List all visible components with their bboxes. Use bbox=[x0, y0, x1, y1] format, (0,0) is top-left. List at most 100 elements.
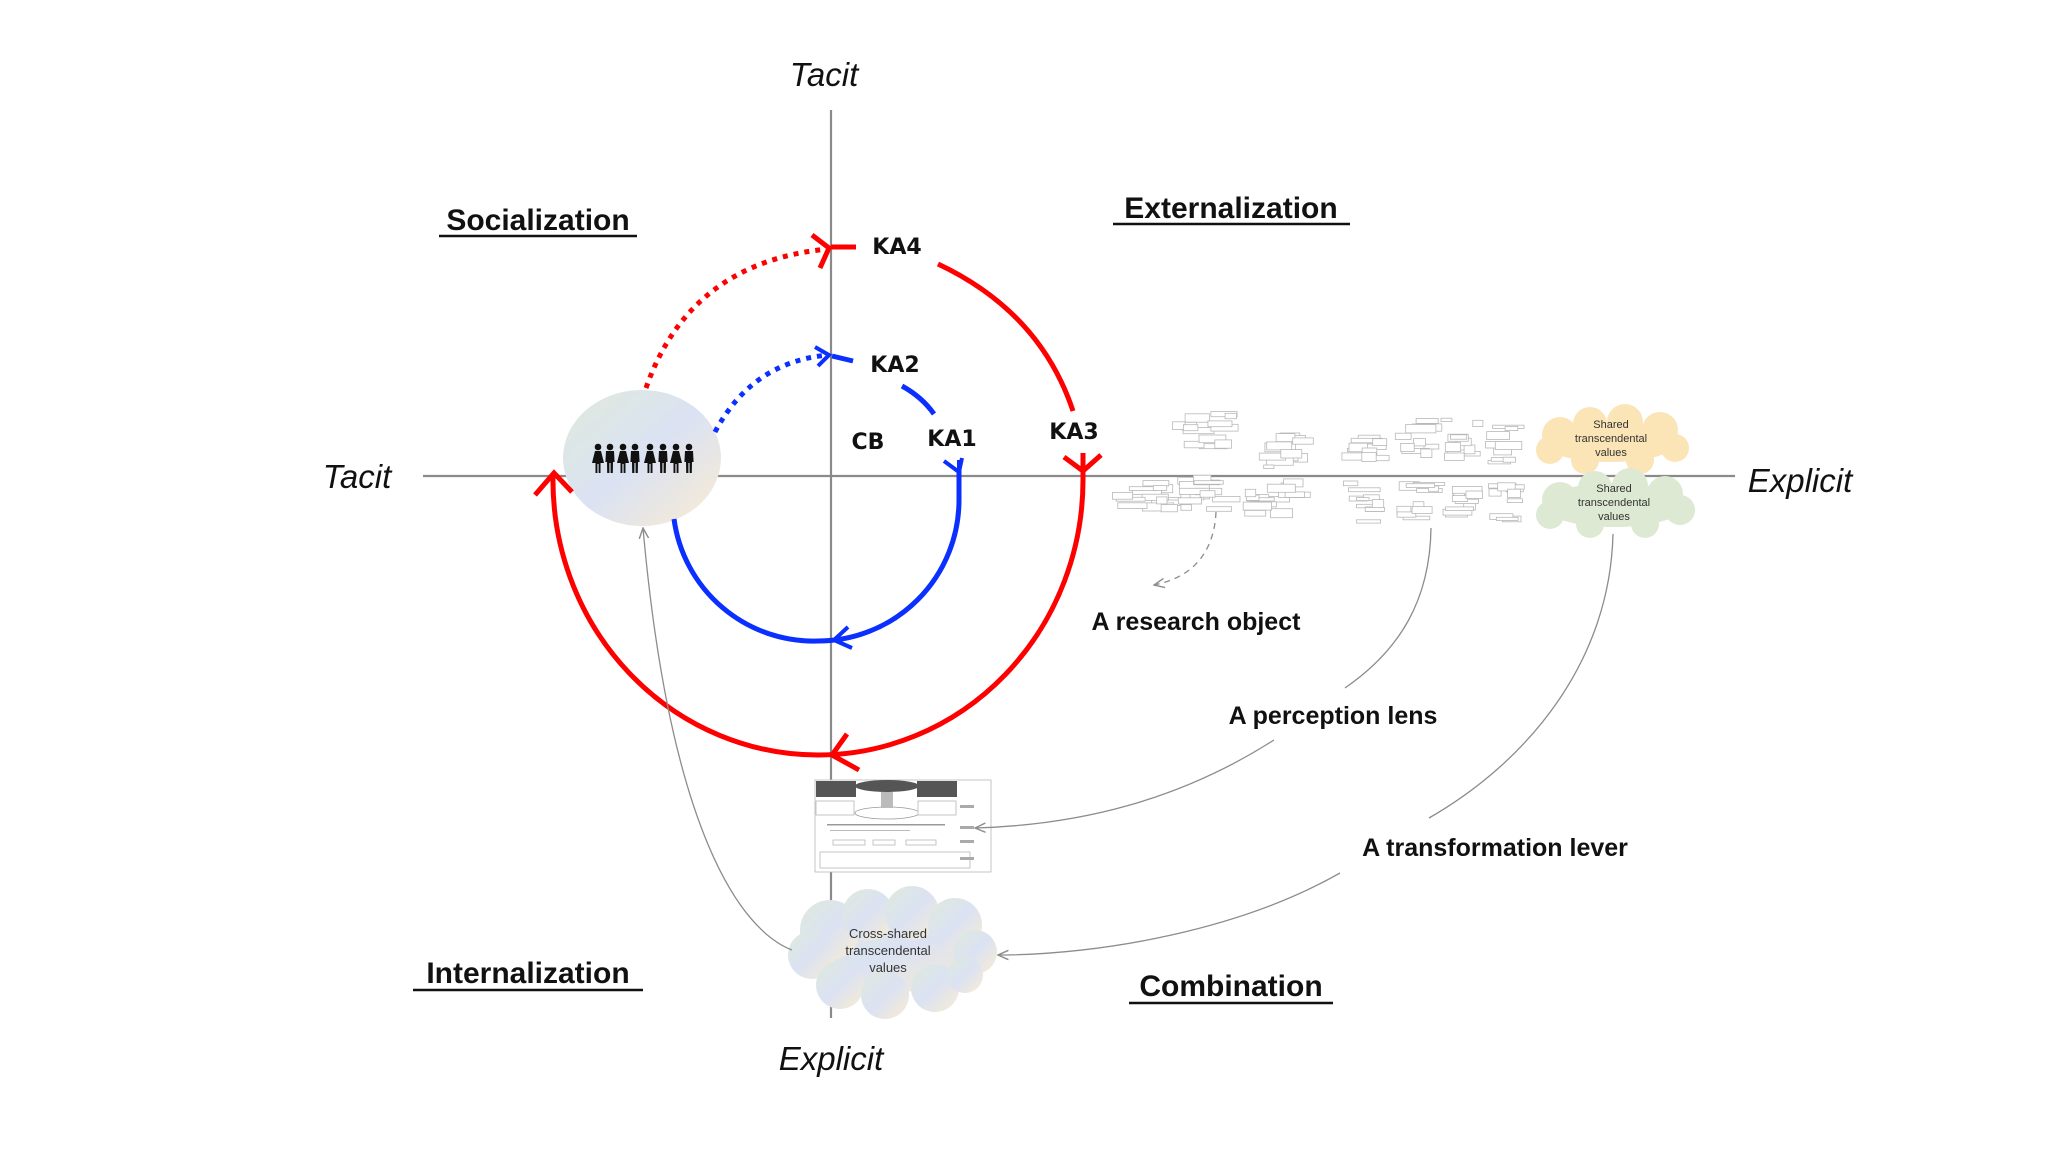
thumbnail-box bbox=[1371, 499, 1385, 509]
label-perception-lens: A perception lens bbox=[1229, 702, 1438, 730]
svg-text:Cross-shared: Cross-shared bbox=[849, 926, 927, 941]
thumbnail-box bbox=[1463, 444, 1476, 455]
thumbnail-box bbox=[1183, 424, 1199, 432]
thumbnail-box bbox=[1356, 497, 1370, 502]
axis-label-left: Tacit bbox=[323, 458, 393, 495]
thumbnail-box bbox=[1199, 490, 1216, 498]
thumbnail-box bbox=[1142, 480, 1170, 487]
thumbnail-box bbox=[1472, 419, 1484, 427]
thumbnail-box bbox=[1184, 413, 1210, 423]
svg-text:transcendental: transcendental bbox=[1578, 497, 1650, 509]
inner-cycle-arrowhead-bottom bbox=[830, 625, 853, 650]
thumbnail-box bbox=[1440, 417, 1453, 423]
label-cb: CB bbox=[852, 430, 885, 455]
thumbnail-box bbox=[1497, 482, 1516, 492]
thumbnail-box bbox=[1356, 519, 1381, 524]
thumbnail-box bbox=[1361, 452, 1377, 462]
svg-text:Combination: Combination bbox=[1139, 970, 1322, 1003]
thumbnail-box bbox=[1364, 507, 1385, 512]
svg-text:values: values bbox=[1598, 511, 1630, 523]
thumbnail-box bbox=[1348, 442, 1368, 453]
thumbnail-box bbox=[1420, 448, 1433, 459]
connector-research-object bbox=[1154, 511, 1217, 585]
outer-cycle-arrowhead-left bbox=[533, 469, 574, 497]
thumbnail-box bbox=[1450, 434, 1468, 440]
quadrant-combination: Combination bbox=[1129, 970, 1333, 1005]
thumbnail-box bbox=[1198, 434, 1227, 444]
thumbnail-box bbox=[1177, 497, 1203, 505]
thumbnail-box bbox=[1280, 449, 1303, 459]
inner-cycle bbox=[671, 345, 964, 650]
thumbnail-box bbox=[1214, 439, 1232, 449]
thumbnail-box bbox=[1405, 424, 1437, 434]
thumbnail-box bbox=[1415, 418, 1439, 424]
thumbnail-box bbox=[1444, 452, 1465, 461]
label-ka2: KA2 bbox=[870, 353, 919, 378]
thumbnail-box bbox=[1156, 496, 1168, 505]
thumbnail-box bbox=[1451, 495, 1469, 502]
shared-values-cloud-yellow: Shared transcendental values bbox=[1536, 404, 1689, 474]
thumbnail-box bbox=[1400, 442, 1415, 452]
outer-cycle-arrowhead-ka4 bbox=[810, 233, 833, 270]
axis-label-right: Explicit bbox=[1748, 462, 1854, 499]
thumbnail-box bbox=[1284, 491, 1305, 498]
inner-cycle-arrowhead-ka2 bbox=[814, 345, 833, 368]
label-ka1: KA1 bbox=[927, 427, 976, 452]
thumbnail-box bbox=[1224, 412, 1237, 420]
quadrant-internalization: Internalization bbox=[413, 957, 643, 992]
thumbnail-box bbox=[1348, 487, 1381, 493]
connector-perception-lens-lower bbox=[975, 739, 1275, 828]
outer-cycle-ka4-ka3-arc bbox=[936, 261, 1076, 412]
thumbnail-box bbox=[1183, 440, 1205, 449]
label-ka4: KA4 bbox=[872, 235, 921, 260]
thumbnail-box bbox=[1128, 486, 1158, 491]
thumbnail-box bbox=[1394, 432, 1412, 440]
axis-label-bottom: Explicit bbox=[779, 1040, 885, 1077]
research-object-thumbnails bbox=[1112, 411, 1314, 519]
thumbnail-box bbox=[1507, 488, 1521, 499]
connector-transformation-lever-lower bbox=[998, 872, 1341, 955]
thumbnail-box bbox=[1210, 411, 1238, 418]
thumbnail-box bbox=[1445, 506, 1474, 511]
shared-values-cloud-green: Shared transcendental values bbox=[1536, 468, 1695, 538]
thumbnail-box bbox=[1152, 485, 1168, 491]
svg-text:Shared: Shared bbox=[1593, 419, 1628, 431]
outer-cycle-arrowhead-bottom bbox=[828, 732, 861, 773]
community-node bbox=[563, 390, 721, 526]
thumbnail-box bbox=[1206, 506, 1232, 512]
thumbnail-box bbox=[1112, 491, 1134, 500]
thumbnail-box bbox=[1160, 504, 1178, 513]
svg-text:values: values bbox=[1595, 447, 1627, 459]
thumbnail-box bbox=[1292, 437, 1314, 445]
label-research-object: A research object bbox=[1092, 608, 1302, 636]
framework-thumbnail bbox=[814, 779, 992, 873]
svg-text:Shared: Shared bbox=[1596, 483, 1631, 495]
inner-cycle-ka2-tick bbox=[831, 353, 854, 364]
cross-shared-values-cloud: Cross-shared transcendental values bbox=[788, 886, 997, 1019]
community-ellipse bbox=[563, 390, 721, 526]
thumbnail-box bbox=[1244, 509, 1267, 517]
inner-cycle-ka1-arrowhead bbox=[942, 457, 964, 476]
thumbnail-box bbox=[1396, 511, 1417, 518]
outer-cycle-lower-arc bbox=[550, 470, 1086, 758]
svg-text:values: values bbox=[869, 960, 907, 975]
svg-text:Externalization: Externalization bbox=[1124, 192, 1337, 225]
thumbnail-box bbox=[1402, 515, 1431, 521]
thumbnail-box bbox=[1275, 433, 1296, 443]
connector-perception-lens-upper bbox=[1344, 527, 1432, 689]
thumbnail-box bbox=[1502, 456, 1516, 463]
thumbnail-box bbox=[1270, 508, 1294, 519]
thumbnail-box bbox=[1266, 483, 1296, 493]
thumbnail-box bbox=[1494, 441, 1523, 451]
outer-cycle bbox=[533, 233, 1103, 773]
connectors bbox=[643, 511, 1614, 955]
connector-cross-shared-to-community bbox=[643, 528, 793, 951]
svg-text:Internalization: Internalization bbox=[426, 957, 629, 990]
thumbnail-box bbox=[1207, 420, 1233, 428]
thumbnail-box bbox=[1488, 488, 1502, 497]
inner-cycle-dotted-arc bbox=[712, 352, 829, 434]
thumbnail-box bbox=[1117, 502, 1148, 509]
thumbnail-box bbox=[1411, 506, 1433, 514]
outer-cycle-dotted-arc bbox=[643, 246, 829, 389]
